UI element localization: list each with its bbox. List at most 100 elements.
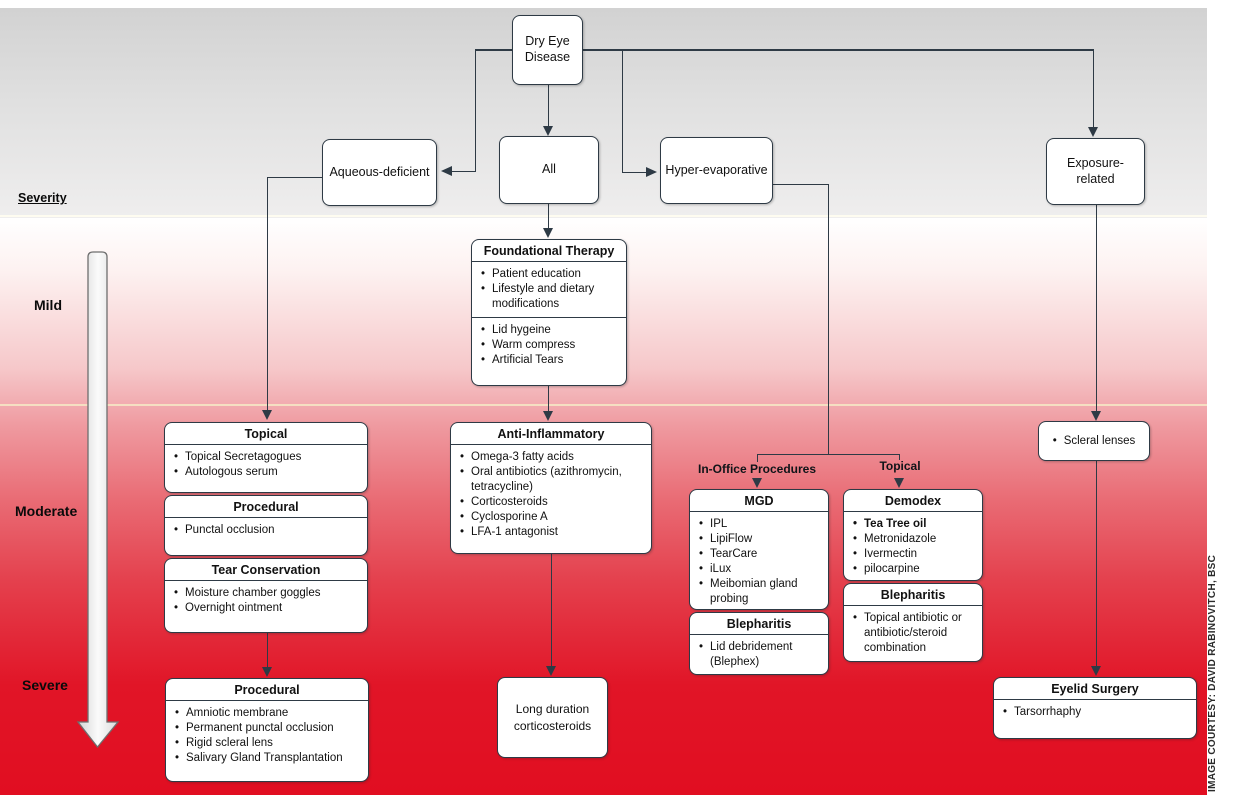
node-scleral-lenses: Scleral lenses	[1038, 421, 1150, 461]
bullet-item: Meibomian gland probing	[699, 577, 823, 607]
bullet-list: Patient educationLifestyle and dietary m…	[472, 262, 626, 317]
box-header: Blepharitis	[690, 613, 828, 635]
bullet-item: Lid debridement (Blephex)	[699, 640, 823, 670]
bullet-item: Scleral lenses	[1053, 434, 1136, 449]
arrowhead-down-icon	[262, 410, 272, 420]
bullet-item: IPL	[699, 517, 823, 532]
image-credit-text: IMAGE COURTESY: DAVID RABINOVITCH, BSC	[1207, 554, 1218, 792]
arrowhead-down-icon	[543, 411, 553, 421]
bullet-item: Rigid scleral lens	[175, 736, 363, 751]
connector-line	[1095, 461, 1097, 667]
arrowhead-left-icon	[441, 166, 452, 176]
connector-line	[622, 171, 647, 173]
connector-line	[757, 453, 900, 455]
arrowhead-down-icon	[1091, 666, 1101, 676]
bullet-item: Amniotic membrane	[175, 706, 363, 721]
bullet-item: Punctal occlusion	[174, 523, 362, 538]
connector-line	[1095, 205, 1097, 411]
node-blepharitis-in-office: Blepharitis Lid debridement (Blephex)	[689, 612, 829, 675]
connector-line	[547, 386, 549, 412]
bullet-list: Tea Tree oilMetronidazoleIvermectinpiloc…	[844, 512, 982, 582]
node-aqueous-deficient: Aqueous-deficient	[322, 139, 437, 206]
bullet-item: Salivary Gland Transplantation	[175, 751, 363, 766]
node-label: Aqueous-deficient	[329, 164, 430, 179]
bullet-item: Autologous serum	[174, 465, 362, 480]
bullet-item: LFA-1 antagonist	[460, 525, 646, 540]
severity-down-arrow-icon	[76, 251, 120, 749]
connector-line	[267, 176, 322, 178]
bullet-item: Oral antibiotics (azithromycin, tetracyc…	[460, 465, 646, 495]
node-anti-inflammatory: Anti-Inflammatory Omega-3 fatty acidsOra…	[450, 422, 652, 554]
bullet-item: pilocarpine	[853, 562, 977, 577]
bullet-item: TearCare	[699, 547, 823, 562]
node-hyper-evaporative: Hyper-evaporative	[660, 137, 773, 204]
box-header: Eyelid Surgery	[994, 678, 1196, 700]
node-topical: Topical Topical SecretagoguesAutologous …	[164, 422, 368, 493]
bullet-item: LipiFlow	[699, 532, 823, 547]
connector-line	[266, 177, 268, 411]
box-header: MGD	[690, 490, 828, 512]
bullet-item: Overnight ointment	[174, 601, 362, 616]
node-procedural-severe: Procedural Amniotic membranePermanent pu…	[165, 678, 369, 782]
connector-line	[452, 170, 475, 172]
bullet-list: Topical SecretagoguesAutologous serum	[165, 445, 367, 485]
box-header: Procedural	[166, 679, 368, 701]
bullet-item: Lifestyle and dietary modifications	[481, 282, 621, 312]
bullet-item: Warm compress	[481, 338, 621, 353]
box-header: Anti-Inflammatory	[451, 423, 651, 445]
bullet-item: Tea Tree oil	[853, 517, 977, 532]
node-eyelid-surgery: Eyelid Surgery Tarsorrhaphy	[993, 677, 1197, 739]
connector-line	[898, 454, 900, 460]
box-header: Procedural	[165, 496, 367, 518]
bullet-item: iLux	[699, 562, 823, 577]
arrowhead-down-icon	[752, 478, 762, 488]
bullet-list: IPLLipiFlowTearCareiLuxMeibomian gland p…	[690, 512, 828, 612]
bullet-item: Omega-3 fatty acids	[460, 450, 646, 465]
section-divider	[472, 316, 626, 318]
arrowhead-down-icon	[1091, 411, 1101, 421]
connector-line	[266, 633, 268, 668]
node-exposure-related: Exposure-related	[1046, 138, 1145, 205]
moderate-divider-line	[0, 404, 1207, 406]
node-label: Dry Eye Disease	[524, 34, 571, 64]
bullet-item: Patient education	[481, 267, 621, 282]
node-label: Hyper-evaporative	[665, 162, 768, 177]
arrowhead-down-icon	[1088, 127, 1098, 137]
bullet-item: Topical Secretagogues	[174, 450, 362, 465]
label-topical: Topical	[879, 459, 921, 473]
band-divider-line	[0, 215, 1207, 217]
node-label: Long duration corticosteroids	[513, 702, 592, 733]
box-header: Tear Conservation	[165, 559, 367, 581]
bullet-item: Ivermectin	[853, 547, 977, 562]
connector-line	[756, 454, 758, 462]
bullet-item: Topical antibiotic or antibiotic/steroid…	[853, 611, 977, 656]
node-foundational-therapy: Foundational Therapy Patient educationLi…	[471, 239, 627, 386]
severity-level-moderate: Moderate	[15, 503, 78, 519]
node-demodex: Demodex Tea Tree oilMetronidazoleIvermec…	[843, 489, 983, 581]
bullet-item: Moisture chamber goggles	[174, 586, 362, 601]
box-header: Blepharitis	[844, 584, 982, 606]
bullet-list: Tarsorrhaphy	[994, 700, 1196, 725]
connector-line	[583, 49, 1093, 51]
connector-line	[621, 49, 623, 173]
bullet-item: Corticosteroids	[460, 495, 646, 510]
connector-line	[547, 204, 549, 229]
bullet-item: Tarsorrhaphy	[1003, 705, 1191, 720]
bullet-list: Moisture chamber gogglesOvernight ointme…	[165, 581, 367, 621]
arrowhead-down-icon	[262, 667, 272, 677]
bullet-list: Punctal occlusion	[165, 518, 367, 543]
bullet-item: Metronidazole	[853, 532, 977, 547]
arrowhead-down-icon	[894, 478, 904, 488]
node-mgd: MGD IPLLipiFlowTearCareiLuxMeibomian gla…	[689, 489, 829, 610]
node-label: All	[542, 162, 556, 177]
severity-band-top	[0, 8, 1207, 218]
bullet-item: Artificial Tears	[481, 353, 621, 368]
arrowhead-down-icon	[546, 666, 556, 676]
connector-line	[827, 184, 829, 455]
node-long-duration-corticosteroids: Long duration corticosteroids	[497, 677, 608, 758]
severity-level-mild: Mild	[34, 297, 62, 313]
bullet-list: Amniotic membranePermanent punctal occlu…	[166, 701, 368, 771]
bullet-list: Topical antibiotic or antibiotic/steroid…	[844, 606, 982, 661]
arrowhead-down-icon	[543, 228, 553, 238]
arrowhead-right-icon	[646, 167, 657, 177]
